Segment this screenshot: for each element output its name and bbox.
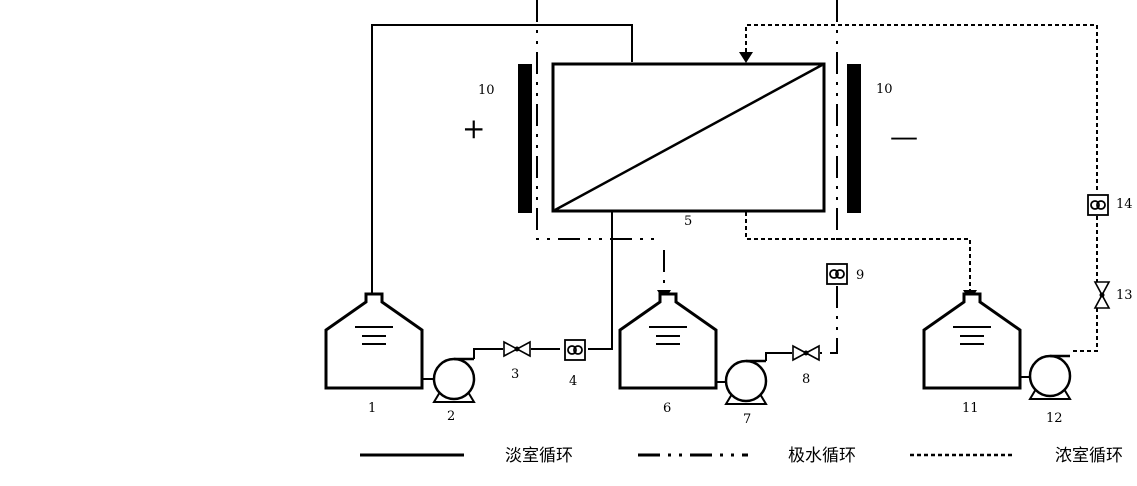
concentrate-pump-icon xyxy=(1028,354,1072,401)
label-flowmeter-4: 4 xyxy=(569,374,577,389)
label-stack-5: 5 xyxy=(684,214,692,229)
label-valve-3: 3 xyxy=(511,367,519,382)
concentrate-tank xyxy=(922,292,1022,390)
label-flowmeter-9: 9 xyxy=(856,268,864,283)
label-tank-1: 1 xyxy=(368,401,376,416)
cathode-plate xyxy=(847,64,861,213)
label-valve-13: 13 xyxy=(1116,288,1133,303)
electrode-water-tank xyxy=(618,292,718,390)
legend: 淡室循环 极水循环 浓室循环 xyxy=(360,446,1123,466)
electrodialysis-stack xyxy=(551,62,826,213)
dilute-pump-icon xyxy=(432,357,476,404)
concentrate-loop-piping xyxy=(745,24,1098,352)
label-pump-2: 2 xyxy=(447,409,455,424)
dilute-valve-icon xyxy=(503,341,531,357)
electrode-flowmeter-icon xyxy=(826,263,848,285)
electrode-valve-icon xyxy=(792,345,820,361)
electrode-loop-piping xyxy=(536,0,838,354)
electrode-pump-icon xyxy=(724,359,768,406)
dilute-tank xyxy=(324,292,424,390)
legend-concentrate-label: 浓室循环 xyxy=(1055,446,1123,466)
legend-electrode-label: 极水循环 xyxy=(788,446,856,466)
concentrate-flowmeter-icon xyxy=(1087,194,1109,216)
legend-dilute-label: 淡室循环 xyxy=(505,446,573,466)
label-electrode-right: 10 xyxy=(876,82,893,97)
label-pump-12: 12 xyxy=(1046,411,1063,426)
concentrate-inlet-arrow-icon xyxy=(739,52,753,63)
label-pump-7: 7 xyxy=(743,412,751,427)
label-valve-8: 8 xyxy=(802,372,810,387)
label-electrode-left: 10 xyxy=(478,83,495,98)
concentrate-valve-icon xyxy=(1094,281,1110,309)
label-flowmeter-14: 14 xyxy=(1116,197,1133,212)
dilute-flowmeter-icon xyxy=(564,339,586,361)
label-tank-11: 11 xyxy=(962,401,979,416)
anode-sign: + xyxy=(462,112,485,145)
label-tank-6: 6 xyxy=(663,401,671,416)
anode-plate xyxy=(518,64,532,213)
cathode-sign: — xyxy=(890,120,918,153)
